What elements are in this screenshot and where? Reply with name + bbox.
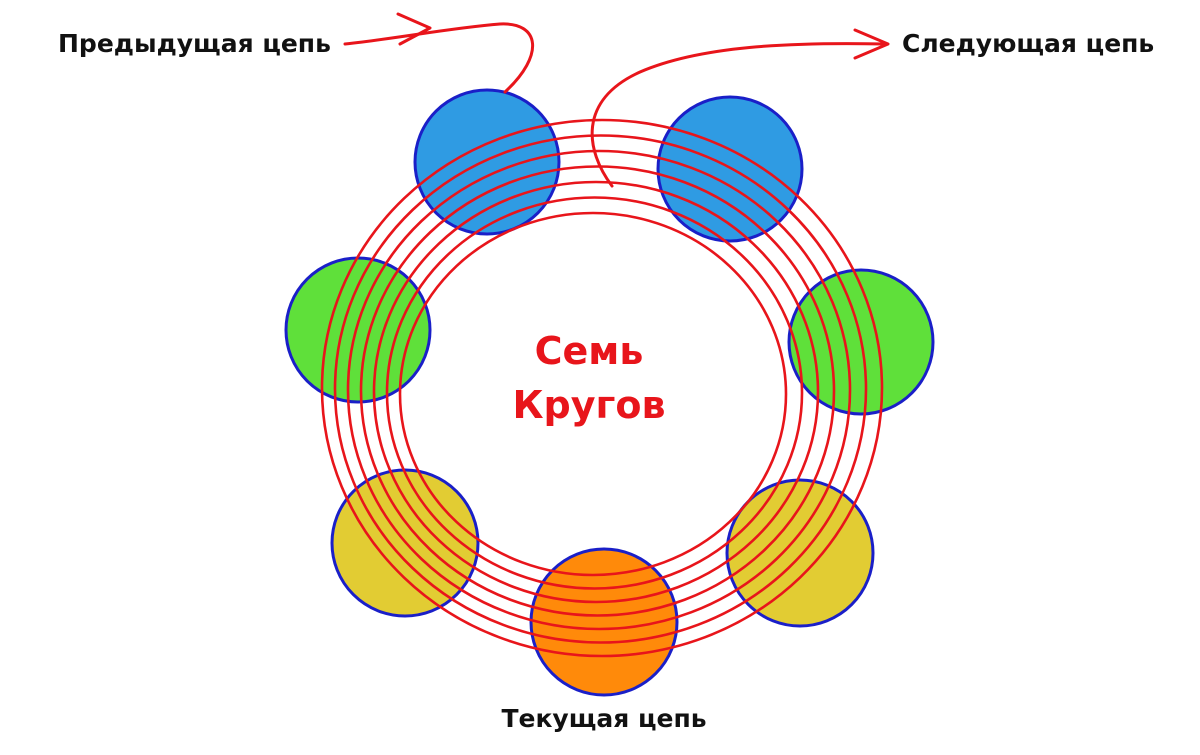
ring-loop-7 [320, 118, 884, 658]
planet-blue-top-left [413, 88, 561, 236]
ring-spiral [320, 118, 884, 658]
planet-orange-bottom [529, 547, 679, 697]
ring-loop-1 [398, 211, 788, 577]
incoming-arrowhead [396, 12, 432, 46]
ring-loop-6 [333, 134, 868, 644]
center-title-line2: Кругов [512, 383, 665, 427]
next-chain-label: Следующая цепь [902, 29, 1154, 58]
outgoing-arrowhead [853, 28, 890, 60]
ring-loop-2 [385, 196, 804, 590]
incoming-chain-curve [343, 22, 534, 94]
ring-loop-5 [346, 149, 852, 631]
chain-arrows [343, 12, 890, 188]
ring-loop-4 [359, 165, 836, 617]
center-title-line1: Семь [535, 329, 644, 373]
outgoing-chain-curve [590, 42, 887, 188]
ring-loop-3 [372, 180, 820, 604]
current-chain-label: Текущая цепь [501, 704, 706, 733]
previous-chain-label: Предыдущая цепь [58, 29, 331, 58]
